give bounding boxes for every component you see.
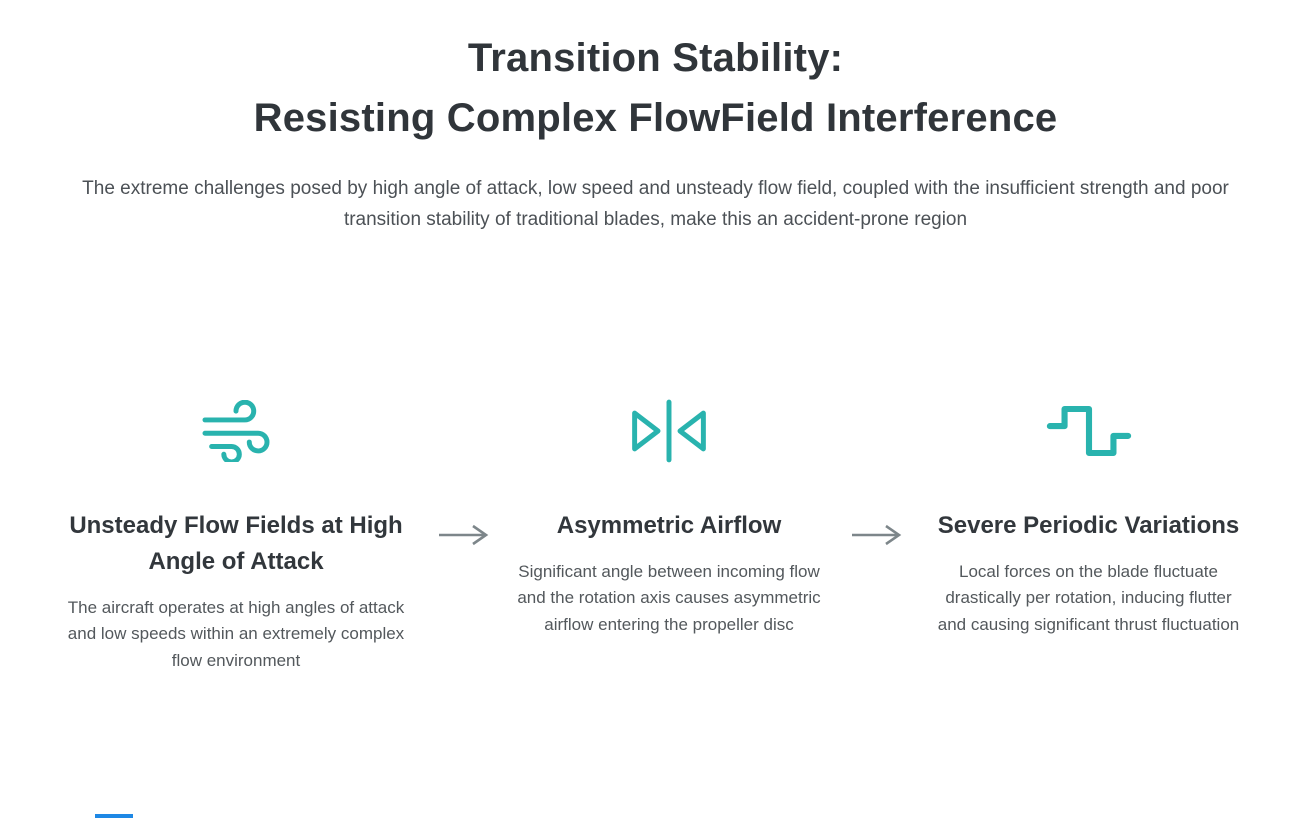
step-severe-periodic-variations: Severe Periodic Variations Local forces …	[930, 394, 1248, 639]
page-subtitle: The extreme challenges posed by high ang…	[82, 178, 1229, 230]
bottom-partial-element	[95, 814, 133, 818]
steps-flow: Unsteady Flow Fields at High Angle of At…	[0, 394, 1311, 675]
step-asymmetric-airflow: Asymmetric Airflow Significant angle bet…	[517, 394, 822, 639]
arrow-right-icon	[437, 522, 489, 548]
step-title: Asymmetric Airflow	[556, 511, 782, 539]
step-description: Significant angle between incoming flow …	[517, 561, 821, 634]
page-title-line-2: Resisting Complex FlowField Interference	[253, 96, 1058, 140]
wind-icon	[64, 394, 409, 468]
asymmetric-airflow-icon	[517, 394, 822, 468]
step-description: Local forces on the blade fluctuate dras…	[937, 561, 1240, 634]
arrow-right-icon	[850, 522, 902, 548]
page-title-line-1: Transition Stability:	[467, 36, 844, 80]
page-title: Transition Stability: Resisting Complex …	[0, 28, 1311, 148]
page-header: Transition Stability: Resisting Complex …	[0, 0, 1311, 236]
step-title: Severe Periodic Variations	[937, 511, 1240, 539]
step-description: The aircraft operates at high angles of …	[67, 597, 405, 670]
square-wave-icon	[930, 394, 1248, 468]
step-title: Unsteady Flow Fields at High Angle of At…	[69, 511, 403, 575]
step-unsteady-flow-fields: Unsteady Flow Fields at High Angle of At…	[64, 394, 409, 675]
